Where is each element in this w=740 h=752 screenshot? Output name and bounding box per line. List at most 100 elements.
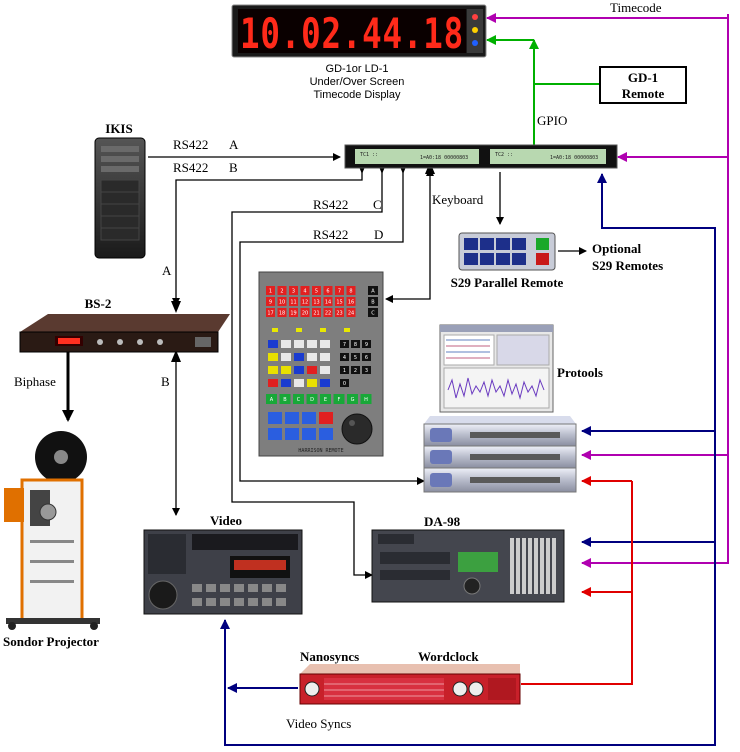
gd1-remote-box: GD-1 Remote	[599, 66, 687, 104]
ikis-computer-icon	[94, 137, 146, 259]
letter-key-2	[279, 394, 291, 404]
number-key-5	[351, 353, 360, 361]
red-key-22	[323, 308, 333, 317]
side-key-label: C	[371, 311, 375, 317]
side-key-label: A	[371, 289, 375, 295]
wordclock-label: Wordclock	[418, 649, 479, 664]
red-key-label: 15	[336, 300, 342, 306]
number-key-9	[362, 366, 371, 374]
letter-key-1	[266, 394, 277, 404]
timecode-display-unit: 10.02.44.18	[231, 4, 487, 58]
red-key-label: 5	[315, 289, 318, 295]
red-key-8	[346, 286, 356, 295]
keypad-transport-keys	[268, 412, 333, 440]
red-key-20	[300, 308, 310, 317]
red-key-label: 20	[302, 311, 308, 317]
red-key-label: 11	[290, 300, 296, 306]
s29-remote-icon	[458, 232, 556, 271]
number-key-3	[362, 340, 371, 348]
bs2-label: BS-2	[85, 296, 112, 311]
a-branch-label: A	[162, 263, 172, 278]
optional-label-line2: S29 Remotes	[592, 258, 663, 273]
svg-text:1=A0:18 00000803: 1=A0:18 00000803	[550, 155, 598, 161]
red-key-label: 3	[292, 289, 295, 295]
ikis-label: IKIS	[105, 121, 132, 136]
rs422-a-port: A	[229, 137, 239, 152]
number-key-label: 4	[343, 355, 346, 361]
number-key-label: 6	[365, 355, 368, 361]
display-caption-line1: GD-1or LD-1	[326, 63, 389, 75]
gd1-remote-line1: GD-1	[628, 70, 658, 85]
red-key-label: 7	[338, 289, 341, 295]
letter-key-label: A	[270, 397, 274, 403]
status-led-yellow	[472, 27, 478, 33]
red-key-11	[289, 297, 298, 306]
red-key-label: 10	[279, 300, 285, 306]
red-key-21	[312, 308, 321, 317]
side-key-3	[368, 308, 378, 317]
video-label: Video	[210, 513, 242, 528]
red-key-label: 18	[279, 311, 285, 317]
rs422-a-label: RS422	[173, 137, 208, 152]
number-key-1	[340, 340, 349, 348]
jog-wheel	[341, 413, 373, 445]
number-key-2	[351, 340, 360, 348]
red-key-label: 21	[313, 311, 319, 317]
keypad-yellow-strip	[272, 328, 350, 332]
status-led-blue	[472, 40, 478, 46]
red-key-label: 24	[348, 311, 354, 317]
b-branch-label: B	[161, 374, 170, 389]
keypad-side-keys: ABC	[368, 286, 378, 317]
number-key-label: 3	[365, 368, 368, 374]
rs422-c-label: RS422	[313, 197, 348, 212]
svg-text:1=A0:18 00000803: 1=A0:18 00000803	[420, 155, 468, 161]
bs2-unit-icon	[19, 314, 230, 353]
red-key-label: 13	[313, 300, 319, 306]
timecode-label: Timecode	[610, 0, 662, 15]
svg-text:TC2 ::: TC2 ::	[495, 152, 513, 158]
red-key-3	[289, 286, 298, 295]
red-key-18	[277, 308, 287, 317]
red-key-label: 2	[280, 289, 283, 295]
optional-label-line1: Optional	[592, 241, 642, 256]
letter-key-4	[306, 394, 318, 404]
navy-wires	[220, 173, 716, 746]
gd1-remote-line2: Remote	[622, 86, 665, 101]
letter-key-label: E	[324, 397, 327, 403]
letter-key-label: H	[364, 397, 368, 403]
number-key-label: 9	[365, 342, 368, 348]
red-key-19	[289, 308, 298, 317]
red-key-10	[277, 297, 287, 306]
keypad-function-keys	[268, 340, 330, 387]
display-caption-line3: Timecode Display	[313, 89, 401, 101]
protools-screen-icon	[439, 324, 554, 413]
red-key-label: 9	[269, 300, 272, 306]
number-key-8	[351, 366, 360, 374]
number-key-label: 5	[354, 355, 357, 361]
letter-key-6	[333, 394, 345, 404]
red-key-label: 4	[303, 289, 306, 295]
letter-key-5	[320, 394, 331, 404]
number-key-label: 1	[343, 368, 346, 374]
purple-wires	[486, 13, 729, 568]
side-key-2	[368, 297, 378, 306]
sondor-projector-icon	[4, 431, 100, 630]
red-key-2	[277, 286, 287, 295]
nanosyncs-label: Nanosyncs	[300, 649, 359, 664]
red-key-label: 19	[290, 311, 296, 317]
video-deck-icon	[143, 529, 303, 615]
red-key-17	[266, 308, 275, 317]
red-key-9	[266, 297, 275, 306]
gpio-label: GPIO	[537, 113, 567, 128]
red-key-label: 1	[269, 289, 272, 295]
red-key-12	[300, 297, 310, 306]
nanosyncs-unit-icon	[299, 664, 521, 705]
rs422-b-label: RS422	[173, 160, 208, 175]
letter-key-label: F	[338, 397, 341, 403]
sondor-projector-label: Sondor Projector	[3, 634, 99, 649]
red-key-14	[323, 297, 333, 306]
side-key-1	[368, 286, 378, 295]
red-key-13	[312, 297, 321, 306]
